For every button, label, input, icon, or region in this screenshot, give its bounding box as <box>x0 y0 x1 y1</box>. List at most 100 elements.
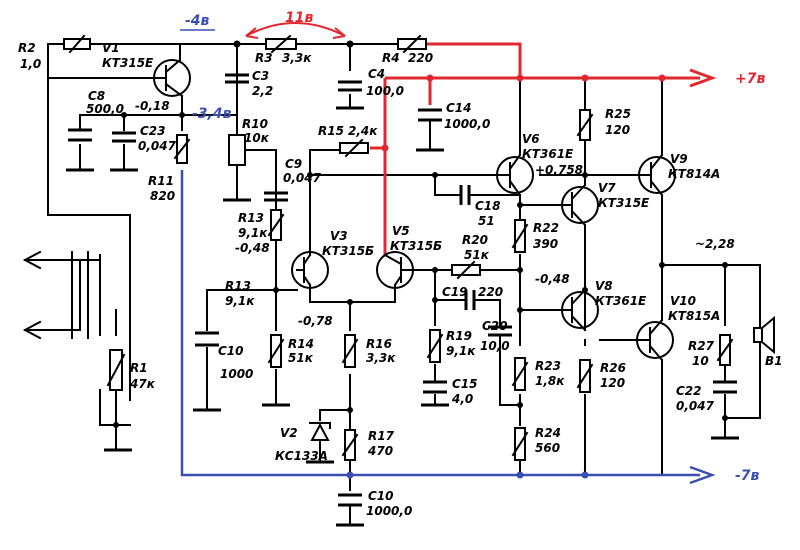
negative-rail <box>180 170 716 485</box>
v10-val: КТ815А <box>668 309 720 323</box>
c8-ref: C8 <box>88 89 105 103</box>
c23-ref: C23 <box>140 124 166 138</box>
r1-ref: R1 <box>130 361 148 375</box>
r3-ref: R3 <box>255 51 273 65</box>
v3-val: КТ315Б <box>322 244 374 258</box>
r26-val: 120 <box>600 376 625 390</box>
r14-val: 51к <box>288 351 314 365</box>
r20-ref: R20 <box>462 233 488 247</box>
r4-val: 220 <box>408 51 433 65</box>
r26-ref: R26 <box>600 361 626 375</box>
voltage-arc <box>180 22 346 39</box>
c8-val: 500,0 <box>86 102 124 116</box>
r2-val: 1,0 <box>20 57 41 71</box>
c14-val: 1000,0 <box>444 117 490 131</box>
r23-ref: R23 <box>535 359 561 373</box>
v3-ref: V3 <box>330 229 348 243</box>
c9-val: 0,047 <box>283 171 322 185</box>
c19-ref: C19 <box>442 285 468 299</box>
r15-ref: R15 <box>318 124 344 138</box>
voltage-minus34: -3,4в <box>192 106 232 122</box>
transistor-v1 <box>153 58 191 98</box>
r27-ref: R27 <box>688 339 715 353</box>
c23-val: 0,047 <box>138 139 177 153</box>
r11-val: 820 <box>150 189 175 203</box>
c3-val: 2,2 <box>252 84 273 98</box>
r15-val: 2,4к <box>348 124 378 138</box>
rail-minus7: -7в <box>735 468 760 484</box>
voltage-11: 11в <box>285 10 313 26</box>
r2-ref: R2 <box>18 41 36 55</box>
v8-val: КТ361Е <box>595 294 647 308</box>
capacitors <box>68 73 737 526</box>
r27-val: 10 <box>692 354 709 368</box>
ground-symbols <box>66 106 739 527</box>
output-connector <box>71 251 89 339</box>
c22-ref: C22 <box>676 384 702 398</box>
r14-ref: R14 <box>288 337 314 351</box>
voltage-minus048a: -0,48 <box>235 241 270 255</box>
r17-ref: R17 <box>368 429 395 443</box>
resistor-r10 <box>228 134 246 166</box>
voltage-minus4: -4в <box>185 13 210 29</box>
r19-ref: R19 <box>446 329 472 343</box>
transistor-v10 <box>636 318 674 362</box>
r25-val: 120 <box>605 123 630 137</box>
transistor-v6 <box>496 153 534 197</box>
c22-val: 0,047 <box>676 399 715 413</box>
c3-ref: C3 <box>252 69 269 83</box>
b1-ref: B1 <box>765 354 783 368</box>
v1-ref: V1 <box>102 41 120 55</box>
c10b-ref: C10 <box>368 489 394 503</box>
c15-ref: C15 <box>452 377 478 391</box>
c4-val: 100,0 <box>366 84 404 98</box>
wires <box>22 43 761 491</box>
v1-val: КТ315Е <box>102 56 154 70</box>
v9-ref: V9 <box>670 152 688 166</box>
voltage-minus078: -0,78 <box>298 314 333 328</box>
v5-val: КТ315Б <box>390 239 442 253</box>
transistors <box>153 58 676 362</box>
r13b-ref: R13 <box>225 279 251 293</box>
r16-val: 3,3к <box>366 351 396 365</box>
v9-val: КТ814А <box>668 167 720 181</box>
junctions <box>113 40 728 479</box>
r25-ref: R25 <box>605 107 631 121</box>
transistor-v7 <box>559 183 599 227</box>
voltage-plus0758: +0,758 <box>535 163 583 177</box>
speaker-b1 <box>753 315 775 355</box>
positive-rail <box>370 42 717 255</box>
c20-val: 10,0 <box>480 339 510 353</box>
c19-val: 220 <box>478 285 503 299</box>
voltage-228: ~2,28 <box>695 237 735 251</box>
transistor-v5 <box>376 251 414 289</box>
transistor-v9 <box>638 153 676 197</box>
v6-val: КТ361Е <box>522 147 574 161</box>
r13a-val: 9,1к <box>238 226 268 240</box>
c15-val: 4,0 <box>451 392 473 406</box>
v2-ref: V2 <box>280 426 298 440</box>
r19-val: 9,1к <box>446 344 476 358</box>
r3-val: 3,3к <box>282 51 312 65</box>
component-labels: R2 1,0 V1 КТ315Е R3 3,3к R4 220 C3 2,2 C… <box>18 41 783 518</box>
resistors <box>63 34 734 461</box>
r22-ref: R22 <box>533 221 559 235</box>
c4-ref: C4 <box>368 67 385 81</box>
zener-v2 <box>309 422 331 441</box>
v7-val: КТ315Е <box>598 196 650 210</box>
v5-ref: V5 <box>392 224 410 238</box>
r10-val: 10к <box>244 131 270 145</box>
r22-val: 390 <box>533 237 558 251</box>
v6-ref: V6 <box>522 132 540 146</box>
r4-ref: R4 <box>382 51 400 65</box>
voltage-minus018: -0,18 <box>135 99 170 113</box>
v8-ref: V8 <box>595 279 613 293</box>
c20-ref: C20 <box>482 319 508 333</box>
r16-ref: R16 <box>366 337 392 351</box>
c18-val: 51 <box>478 214 495 228</box>
voltage-minus048b: -0,48 <box>535 272 570 286</box>
c10a-ref: C10 <box>218 344 244 358</box>
transistor-v3 <box>291 251 329 289</box>
r11-ref: R11 <box>148 174 174 188</box>
